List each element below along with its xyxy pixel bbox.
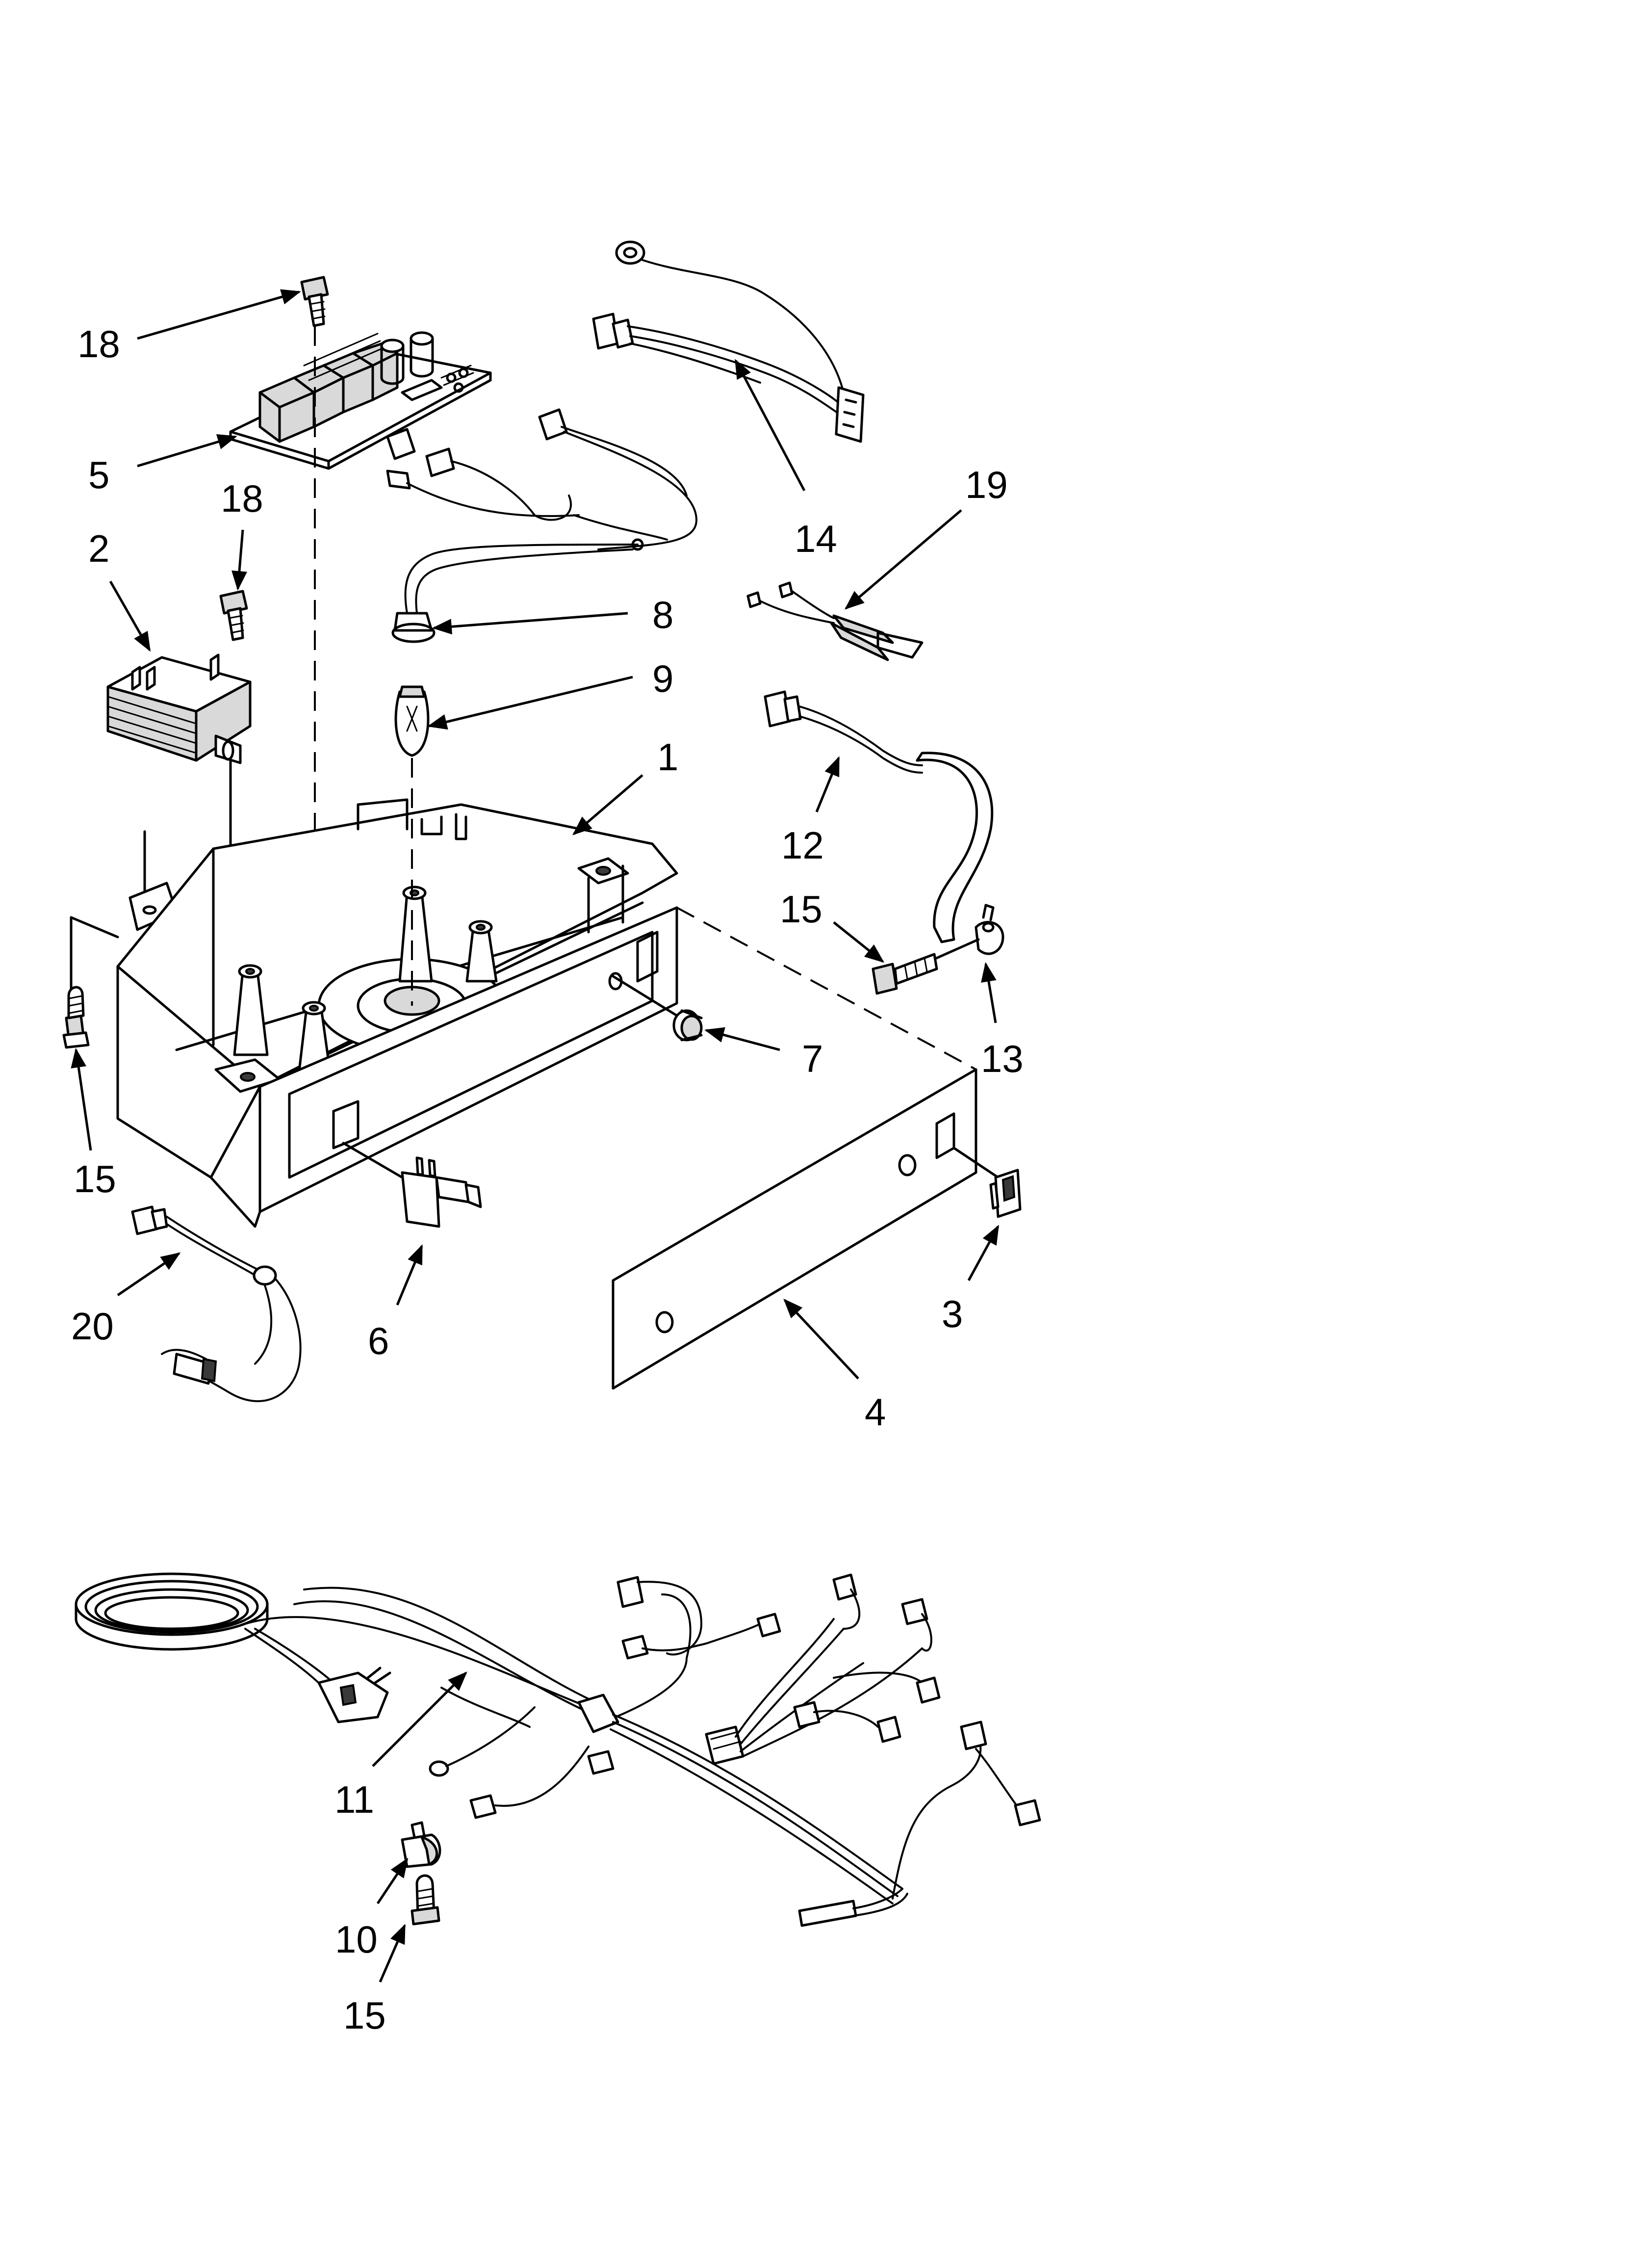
part-18-screw-side [219, 590, 248, 641]
part-10-clamp [401, 1821, 441, 1868]
callout-18-side: 18 [221, 477, 263, 520]
part-7-hole-plug [612, 975, 703, 1042]
part-5-control-board [229, 331, 492, 470]
leader-20 [117, 1252, 181, 1297]
callout-4: 4 [865, 1390, 886, 1434]
part-15-screw-bottom [410, 1874, 440, 1926]
callout-15-left: 15 [74, 1157, 116, 1200]
leader-15-bottom [379, 1924, 406, 1982]
leader-6 [396, 1244, 423, 1305]
callout-14: 14 [795, 517, 837, 560]
callout-10: 10 [335, 1918, 378, 1961]
part-13-wire-clip [933, 904, 1004, 961]
part-14-wire-harness [592, 240, 865, 443]
callout-labels: 18 5 18 2 8 9 1 14 19 12 15 13 7 15 20 6… [71, 322, 1024, 2037]
part-20-switch-harness [131, 1205, 302, 1403]
leader-19 [844, 509, 962, 610]
callout-15-bottom: 15 [343, 1994, 386, 2037]
leader-1 [572, 774, 643, 835]
callout-20: 20 [71, 1304, 114, 1348]
callout-13: 13 [981, 1037, 1024, 1080]
callout-5: 5 [88, 453, 109, 496]
leader-7 [704, 1027, 780, 1051]
callout-12: 12 [781, 824, 824, 867]
callout-11: 11 [334, 1778, 374, 1821]
leader-2 [109, 580, 151, 652]
leader-13 [981, 962, 997, 1023]
callout-1: 1 [657, 735, 678, 779]
leader-18-top [137, 289, 301, 340]
part-15-screw-left [62, 986, 90, 1049]
callout-15-right: 15 [780, 887, 822, 931]
part-11-main-harness [75, 1572, 1041, 1927]
callout-18-top: 18 [77, 322, 120, 365]
leader-11 [372, 1671, 467, 1767]
leader-4 [783, 1299, 859, 1380]
callout-7: 7 [802, 1037, 823, 1080]
part-1-control-housing [70, 798, 678, 1228]
callout-19: 19 [965, 463, 1008, 506]
callout-9: 9 [652, 657, 673, 700]
leader-15-left [71, 1048, 92, 1151]
leader-lines [71, 289, 1000, 1982]
part-9-bulb [394, 685, 430, 757]
callout-8: 8 [652, 593, 673, 636]
part-8-lamp-socket-harness [386, 408, 698, 643]
part-2-transformer [106, 653, 252, 764]
callout-2: 2 [88, 527, 109, 570]
leader-3 [967, 1225, 1000, 1281]
part-15-screw-right [872, 953, 938, 995]
callout-6: 6 [368, 1319, 389, 1362]
part-19-heater-strip [746, 581, 924, 661]
leader-8 [432, 612, 628, 635]
leader-9 [427, 676, 633, 730]
part-6-switch [342, 1142, 482, 1228]
part-3-rocker-switch [952, 1147, 1022, 1218]
alignment-line-panel [676, 907, 976, 1070]
leader-14 [734, 359, 806, 492]
leader-5 [137, 434, 237, 468]
part-4-front-panel [612, 1068, 977, 1390]
part-18-screw-top [300, 276, 329, 327]
leader-15-right [833, 921, 885, 963]
part-12-sensor-harness [764, 690, 994, 943]
leader-10 [376, 1857, 409, 1904]
callout-3: 3 [942, 1292, 963, 1335]
leader-18-side [231, 529, 247, 591]
leader-12 [815, 756, 840, 812]
